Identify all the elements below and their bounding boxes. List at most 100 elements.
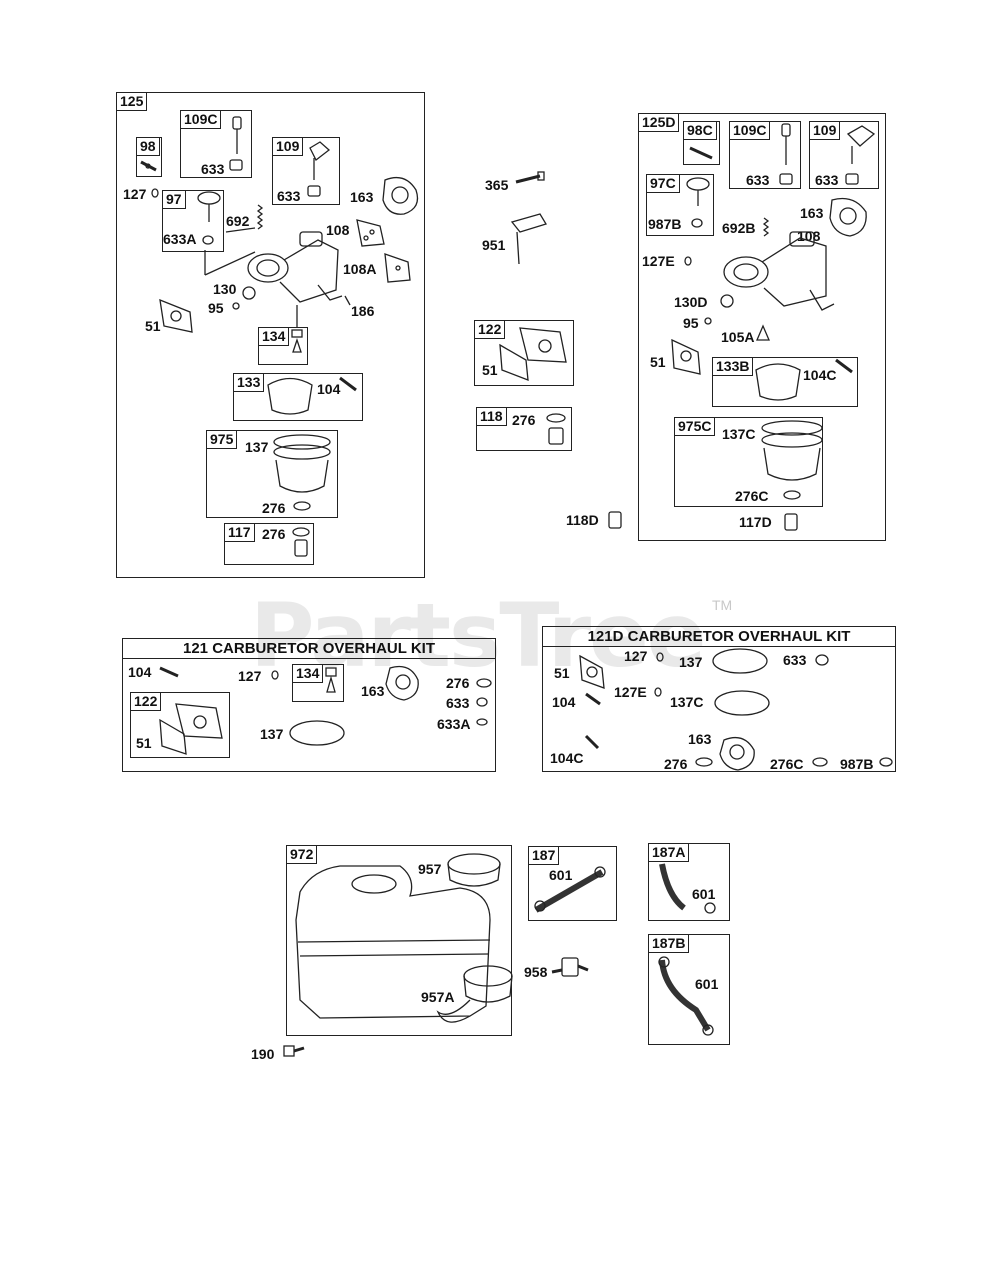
group-125-tag: 125 <box>117 93 148 111</box>
seal-633-kitd-icon <box>815 654 829 666</box>
label-190: 190 <box>251 1046 275 1062</box>
kit-121d: 121D CARBURETOR OVERHAUL KIT <box>542 626 896 772</box>
label-951: 951 <box>482 237 506 253</box>
shutoff-valve-958-icon <box>551 957 589 977</box>
label-95: 95 <box>208 300 224 316</box>
valve-97-icon <box>197 191 221 245</box>
oring-137-kit-icon <box>289 720 345 746</box>
label-105a: 105A <box>721 329 755 345</box>
label-633: 633 <box>201 161 225 177</box>
sub-975: 975 <box>206 430 338 518</box>
label-130: 130 <box>213 281 237 297</box>
float-133-icon <box>267 376 357 415</box>
label-276: 276 <box>446 675 470 691</box>
group-125d-tag: 125D <box>639 114 680 132</box>
bowl-975c-icon <box>761 420 823 500</box>
oring-127-icon <box>151 188 159 198</box>
plug-118d-icon <box>608 511 622 529</box>
sub-98c: 98C <box>683 121 720 165</box>
group-972-tag: 972 <box>287 846 318 864</box>
seal-987b-kitd-icon <box>879 757 893 767</box>
gasket-163-d-icon <box>829 197 867 237</box>
fuel-line-187b-icon <box>658 956 714 1036</box>
pin-104-kitd-icon <box>585 692 601 706</box>
sub-133: 133 <box>233 373 363 421</box>
lever-109-icon <box>307 141 331 197</box>
label-276c: 276C <box>735 488 769 504</box>
label-104: 104 <box>317 381 341 397</box>
oring-137-kitd-icon <box>712 648 768 674</box>
plug-117-icon <box>292 527 310 557</box>
oring-127-kitd-icon <box>656 652 664 662</box>
label-108a: 108A <box>343 261 377 277</box>
sub-118: 118 <box>476 407 572 451</box>
label-137: 137 <box>679 654 703 670</box>
group-972: 972 <box>286 845 512 1036</box>
needle-109c-icon <box>229 116 243 171</box>
oring-276c-kitd-icon <box>812 757 828 767</box>
kit-121-sub-122: 122 <box>130 692 230 758</box>
kit-121d-title: 121D CARBURETOR OVERHAUL KIT <box>543 627 895 647</box>
label-633: 633 <box>277 188 301 204</box>
gasket-51-icon <box>159 298 193 333</box>
label-127e: 127E <box>642 253 675 269</box>
pin-104-icon <box>159 666 179 678</box>
gasket-163-kitd-icon <box>719 736 755 771</box>
label-276: 276 <box>262 500 286 516</box>
label-633: 633 <box>446 695 470 711</box>
plate-108a-icon <box>384 253 411 283</box>
kit-121: 121 CARBURETOR OVERHAUL KIT <box>122 638 496 772</box>
sub-187a: 187A <box>648 843 730 921</box>
fuel-line-187a-icon <box>659 863 716 914</box>
sub-97c: 97C <box>646 174 714 236</box>
label-108: 108 <box>326 222 350 238</box>
needle-134-kit-icon <box>325 667 337 693</box>
seal-633a-kit-icon <box>476 718 488 726</box>
group-125: 125 <box>116 92 425 578</box>
label-51: 51 <box>145 318 161 334</box>
label-104: 104 <box>128 664 152 680</box>
kit-121-title: 121 CARBURETOR OVERHAUL KIT <box>123 639 495 659</box>
label-692: 692 <box>226 213 250 229</box>
label-117d: 117D <box>739 514 772 530</box>
oring-127e-icon <box>684 256 692 266</box>
sub-134: 134 <box>258 327 308 365</box>
label-186: 186 <box>351 303 375 319</box>
label-633: 633 <box>815 172 839 188</box>
screw-95-icon <box>232 302 240 310</box>
label-137: 137 <box>260 726 284 742</box>
handle-951-icon <box>510 213 547 265</box>
sub-187b: 187B <box>648 934 730 1045</box>
label-987b: 987B <box>648 216 682 232</box>
oring-276-kitd-icon <box>695 757 713 767</box>
seat-105a-icon <box>756 324 770 341</box>
label-958: 958 <box>524 964 548 980</box>
fuel-cap-957-icon <box>447 853 501 887</box>
label-365: 365 <box>485 177 509 193</box>
oring-127-kit-icon <box>271 670 279 680</box>
label-127: 127 <box>123 186 147 202</box>
valve-97c-icon <box>686 177 710 228</box>
gasket-163-icon <box>382 176 419 215</box>
sub-122: 122 <box>474 320 574 386</box>
label-137: 137 <box>245 439 269 455</box>
gasket-163-kit-icon <box>385 665 419 701</box>
label-137c: 137C <box>670 694 704 710</box>
screw-365-icon <box>515 171 545 184</box>
label-51: 51 <box>554 665 570 681</box>
label-127: 127 <box>238 668 262 684</box>
label-127: 127 <box>624 648 648 664</box>
label-95: 95 <box>683 315 699 331</box>
label-633: 633 <box>783 652 807 668</box>
sub-109: 109 <box>809 121 879 189</box>
label-163: 163 <box>688 731 712 747</box>
needle-109c-d-icon <box>779 123 793 185</box>
label-137c: 137C <box>722 426 756 442</box>
label-104: 104 <box>552 694 576 710</box>
oring-137c-kitd-icon <box>714 690 770 716</box>
label-51: 51 <box>136 735 152 751</box>
label-104c: 104C <box>550 750 584 766</box>
part-130-icon <box>242 286 256 300</box>
seal-633-kit-icon <box>476 697 488 707</box>
